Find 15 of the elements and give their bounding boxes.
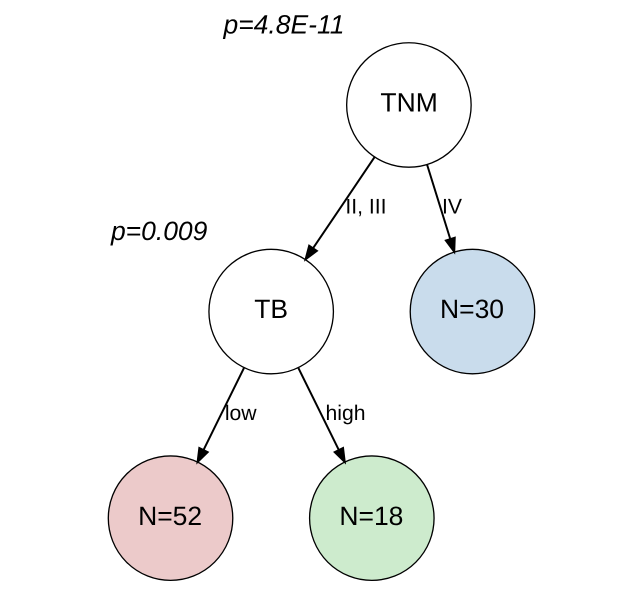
node-circle: N=18 <box>308 455 435 582</box>
node-circle: TNM <box>346 42 472 168</box>
node-circle: TB <box>208 248 334 374</box>
node-label: p=4.8E-11 <box>224 9 344 40</box>
arrow <box>304 156 376 262</box>
edge-label: II, III <box>345 195 387 218</box>
node-circle: N=30 <box>410 248 536 374</box>
node-circle: N=52 <box>108 455 234 582</box>
arrow <box>298 368 346 465</box>
edge-label: IV <box>442 195 462 218</box>
edge-label: high <box>325 402 366 425</box>
edge-label: low <box>224 402 257 425</box>
arrow <box>426 164 456 255</box>
arrow <box>196 368 245 465</box>
node-label: p=0.009 <box>110 216 208 246</box>
